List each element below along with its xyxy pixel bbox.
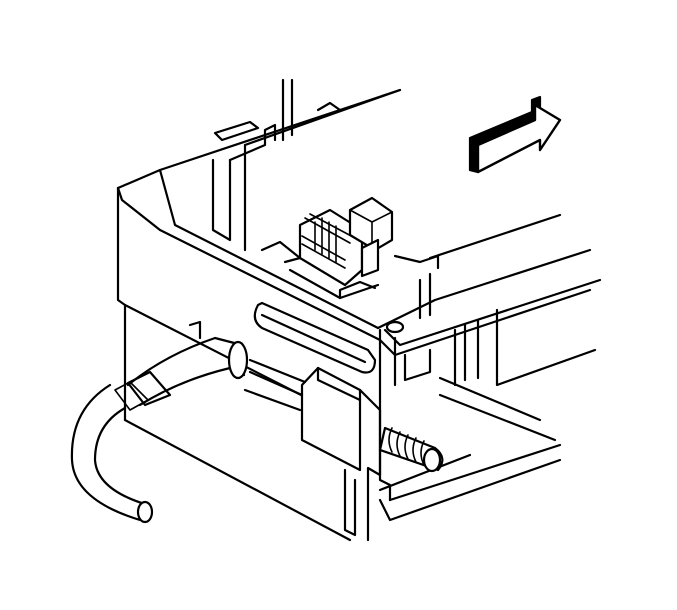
- tray-inner-wall: [453, 318, 480, 387]
- tray-right-wall: [495, 308, 597, 387]
- tray-top-edge: [376, 248, 592, 330]
- direction-arrow: [468, 95, 562, 174]
- conduit-hose-end: [136, 500, 154, 524]
- conduit-socket: [227, 340, 249, 380]
- cavity-inner-rail: [228, 123, 277, 162]
- connector-right-stub: [393, 254, 440, 270]
- conduit-hose-inner: [93, 406, 150, 507]
- slot-outline: [253, 301, 377, 374]
- bracket-post: [378, 328, 392, 502]
- housing-left-face: [116, 186, 127, 422]
- conduit-hose-outer: [70, 383, 142, 522]
- locking-tab-side: [358, 388, 382, 542]
- cavity-rear-bump: [316, 101, 342, 112]
- tray-lower-wall: [438, 376, 557, 442]
- retaining-slot: [253, 301, 377, 374]
- tray-post: [418, 272, 432, 320]
- locking-tab-body: [300, 366, 362, 472]
- housing-left-bevel: [116, 186, 382, 342]
- connector-side-clip: [360, 238, 380, 278]
- mounting-bracket: [188, 320, 405, 502]
- bracket-rod-mid: [243, 388, 302, 412]
- spring-coils: [388, 427, 425, 466]
- cavity-rear-tab: [213, 120, 260, 142]
- tray-back-edge: [428, 213, 562, 260]
- bracket-rod-lower: [248, 370, 304, 397]
- cavity-back-top: [243, 88, 402, 147]
- connector-base-lower: [338, 280, 377, 300]
- slot-inner: [260, 313, 367, 364]
- conduit-upper-edge: [126, 336, 244, 387]
- wiring-conduit: [70, 336, 249, 524]
- bracket-screw: [385, 320, 405, 334]
- connector-latch: [260, 196, 440, 300]
- connector-rib-1: [301, 235, 346, 261]
- housing-rear-top: [158, 168, 380, 330]
- module-housing: [116, 78, 602, 542]
- locking-tab-top: [316, 366, 362, 402]
- connector-lock-tab: [348, 196, 394, 252]
- direction-arrow-face: [476, 103, 562, 174]
- connector-rib-2: [301, 243, 346, 269]
- locking-tab: [300, 366, 382, 542]
- bracket-inner-step: [188, 320, 202, 340]
- bracket-rod-upper: [248, 358, 307, 384]
- tray-floor: [378, 443, 562, 502]
- tray-rim-inner: [383, 278, 602, 347]
- coil-spring: [378, 426, 444, 473]
- cavity-rear-post: [281, 78, 294, 142]
- connector-rib-4: [314, 217, 337, 263]
- tray-inner-box: [403, 348, 432, 382]
- tray-floor-front: [378, 458, 562, 522]
- locking-tab-front: [343, 468, 357, 537]
- spring-end-cap: [422, 447, 442, 473]
- cavity-left-post: [211, 158, 232, 242]
- conduit-lower-edge: [138, 366, 246, 407]
- conduit-collar-ring: [114, 381, 149, 411]
- tray-rim: [378, 288, 592, 357]
- conduit-collar: [126, 370, 172, 407]
- connector-rib-3: [304, 213, 356, 244]
- housing-front-lower: [123, 418, 352, 542]
